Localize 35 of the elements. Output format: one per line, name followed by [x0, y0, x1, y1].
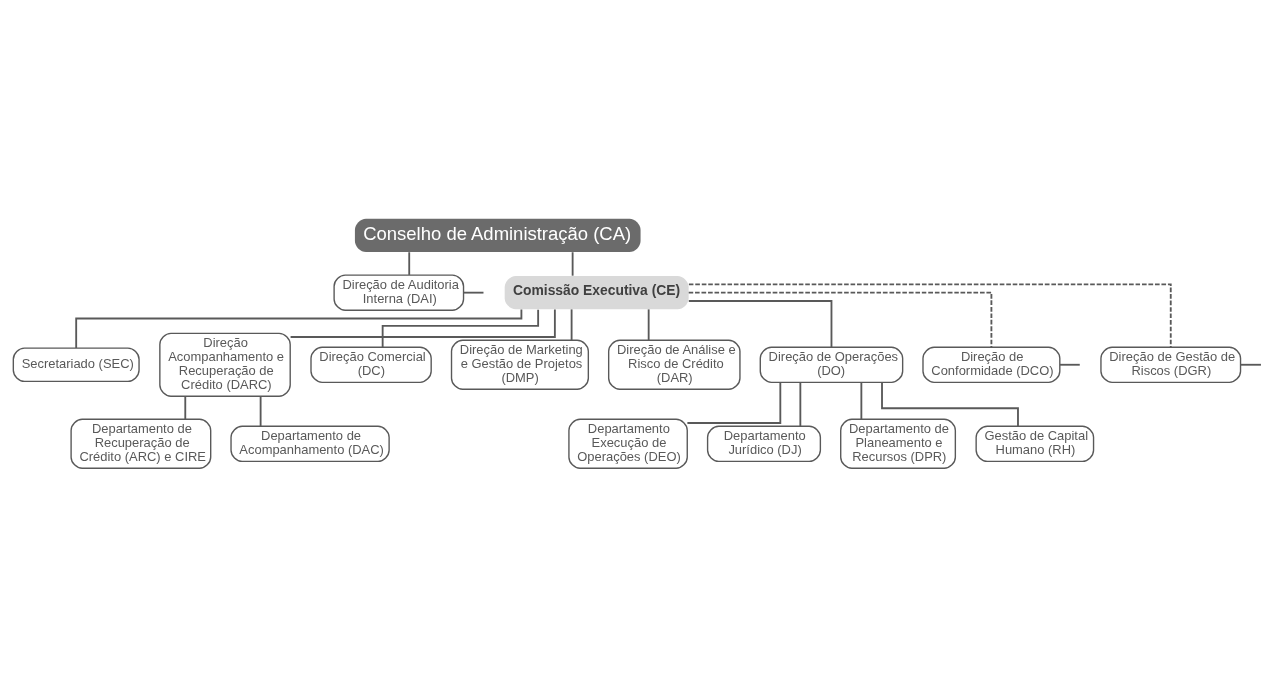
- connector: [462, 291, 485, 294]
- connector: [408, 251, 411, 276]
- connector: [75, 308, 523, 349]
- connector: [381, 308, 540, 349]
- node-box: Direção de Operações (DO): [759, 346, 904, 384]
- connector: [799, 381, 802, 428]
- connector: [647, 308, 650, 342]
- node-box: Direção de Conformidade (DCO): [922, 346, 1061, 384]
- node-box: Direção Acompanhamento e Recuperação de Crédito (DARC): [159, 332, 291, 397]
- node-box: Comissão Executiva (CE): [504, 276, 689, 310]
- node-box: Departamento Jurídico (DJ): [706, 425, 822, 463]
- connector: [687, 291, 993, 348]
- connector: [184, 395, 187, 421]
- connector: [687, 300, 833, 348]
- node-box: Direção de Gestão de Riscos (DGR): [1100, 346, 1242, 384]
- node-box: Direção de Análise e Risco de Crédito (DAR): [608, 339, 741, 390]
- node-box: Conselho de Administração (CA): [354, 218, 641, 252]
- connector: [571, 251, 574, 277]
- node-box: Departamento de Acompanhamento (DAC): [230, 425, 390, 463]
- connector: [289, 308, 556, 338]
- node-box: Departamento de Planeamento e Recursos (DPR): [840, 418, 957, 469]
- connector: [259, 395, 262, 428]
- connector: [1059, 363, 1081, 366]
- connector: [1239, 363, 1262, 366]
- node-box: Secretariado (SEC): [12, 347, 140, 383]
- connector: [570, 308, 573, 342]
- node-box: Direção Comercial (DC): [310, 346, 432, 384]
- node-box: Direção de Marketing e Gestão de Projetos (DMP): [450, 339, 590, 390]
- connector: [687, 283, 1172, 348]
- node-box: Departamento Execução de Operações (DEO): [568, 418, 688, 469]
- node-box: Departamento de Recuperação de Crédito (ARC) e CIRE: [70, 418, 212, 469]
- node-box: Gestão de Capital Humano (RH): [975, 425, 1095, 463]
- node-box: Direção de Auditoria Interna (DAI): [333, 274, 465, 311]
- connector: [686, 381, 782, 424]
- connector: [860, 381, 863, 420]
